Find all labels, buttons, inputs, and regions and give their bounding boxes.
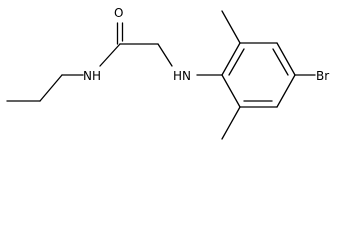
chemical-structure-diagram: O NH HN Br	[6, 6, 329, 140]
bond-carbonyl-to-amide-n	[99, 43, 121, 67]
ring-bond-1-inner	[228, 48, 245, 76]
bromine-label: Br	[316, 69, 329, 83]
oxygen-label: O	[114, 6, 123, 20]
ring-bond-4	[276, 74, 296, 108]
bond-ch2-to-amine-n	[157, 43, 173, 67]
bond-methyl-bottom	[221, 106, 241, 140]
bond-propyl-c1-to-c2	[39, 74, 63, 102]
ring-bond-3-inner	[272, 48, 289, 76]
ring-bond-1	[221, 42, 241, 76]
amide-nh-label: NH	[83, 69, 101, 83]
bond-methyl-top	[221, 10, 241, 44]
amine-nh-label: HN	[173, 69, 191, 83]
ring-bond-3	[276, 42, 296, 76]
ring-bond-6	[221, 74, 241, 108]
